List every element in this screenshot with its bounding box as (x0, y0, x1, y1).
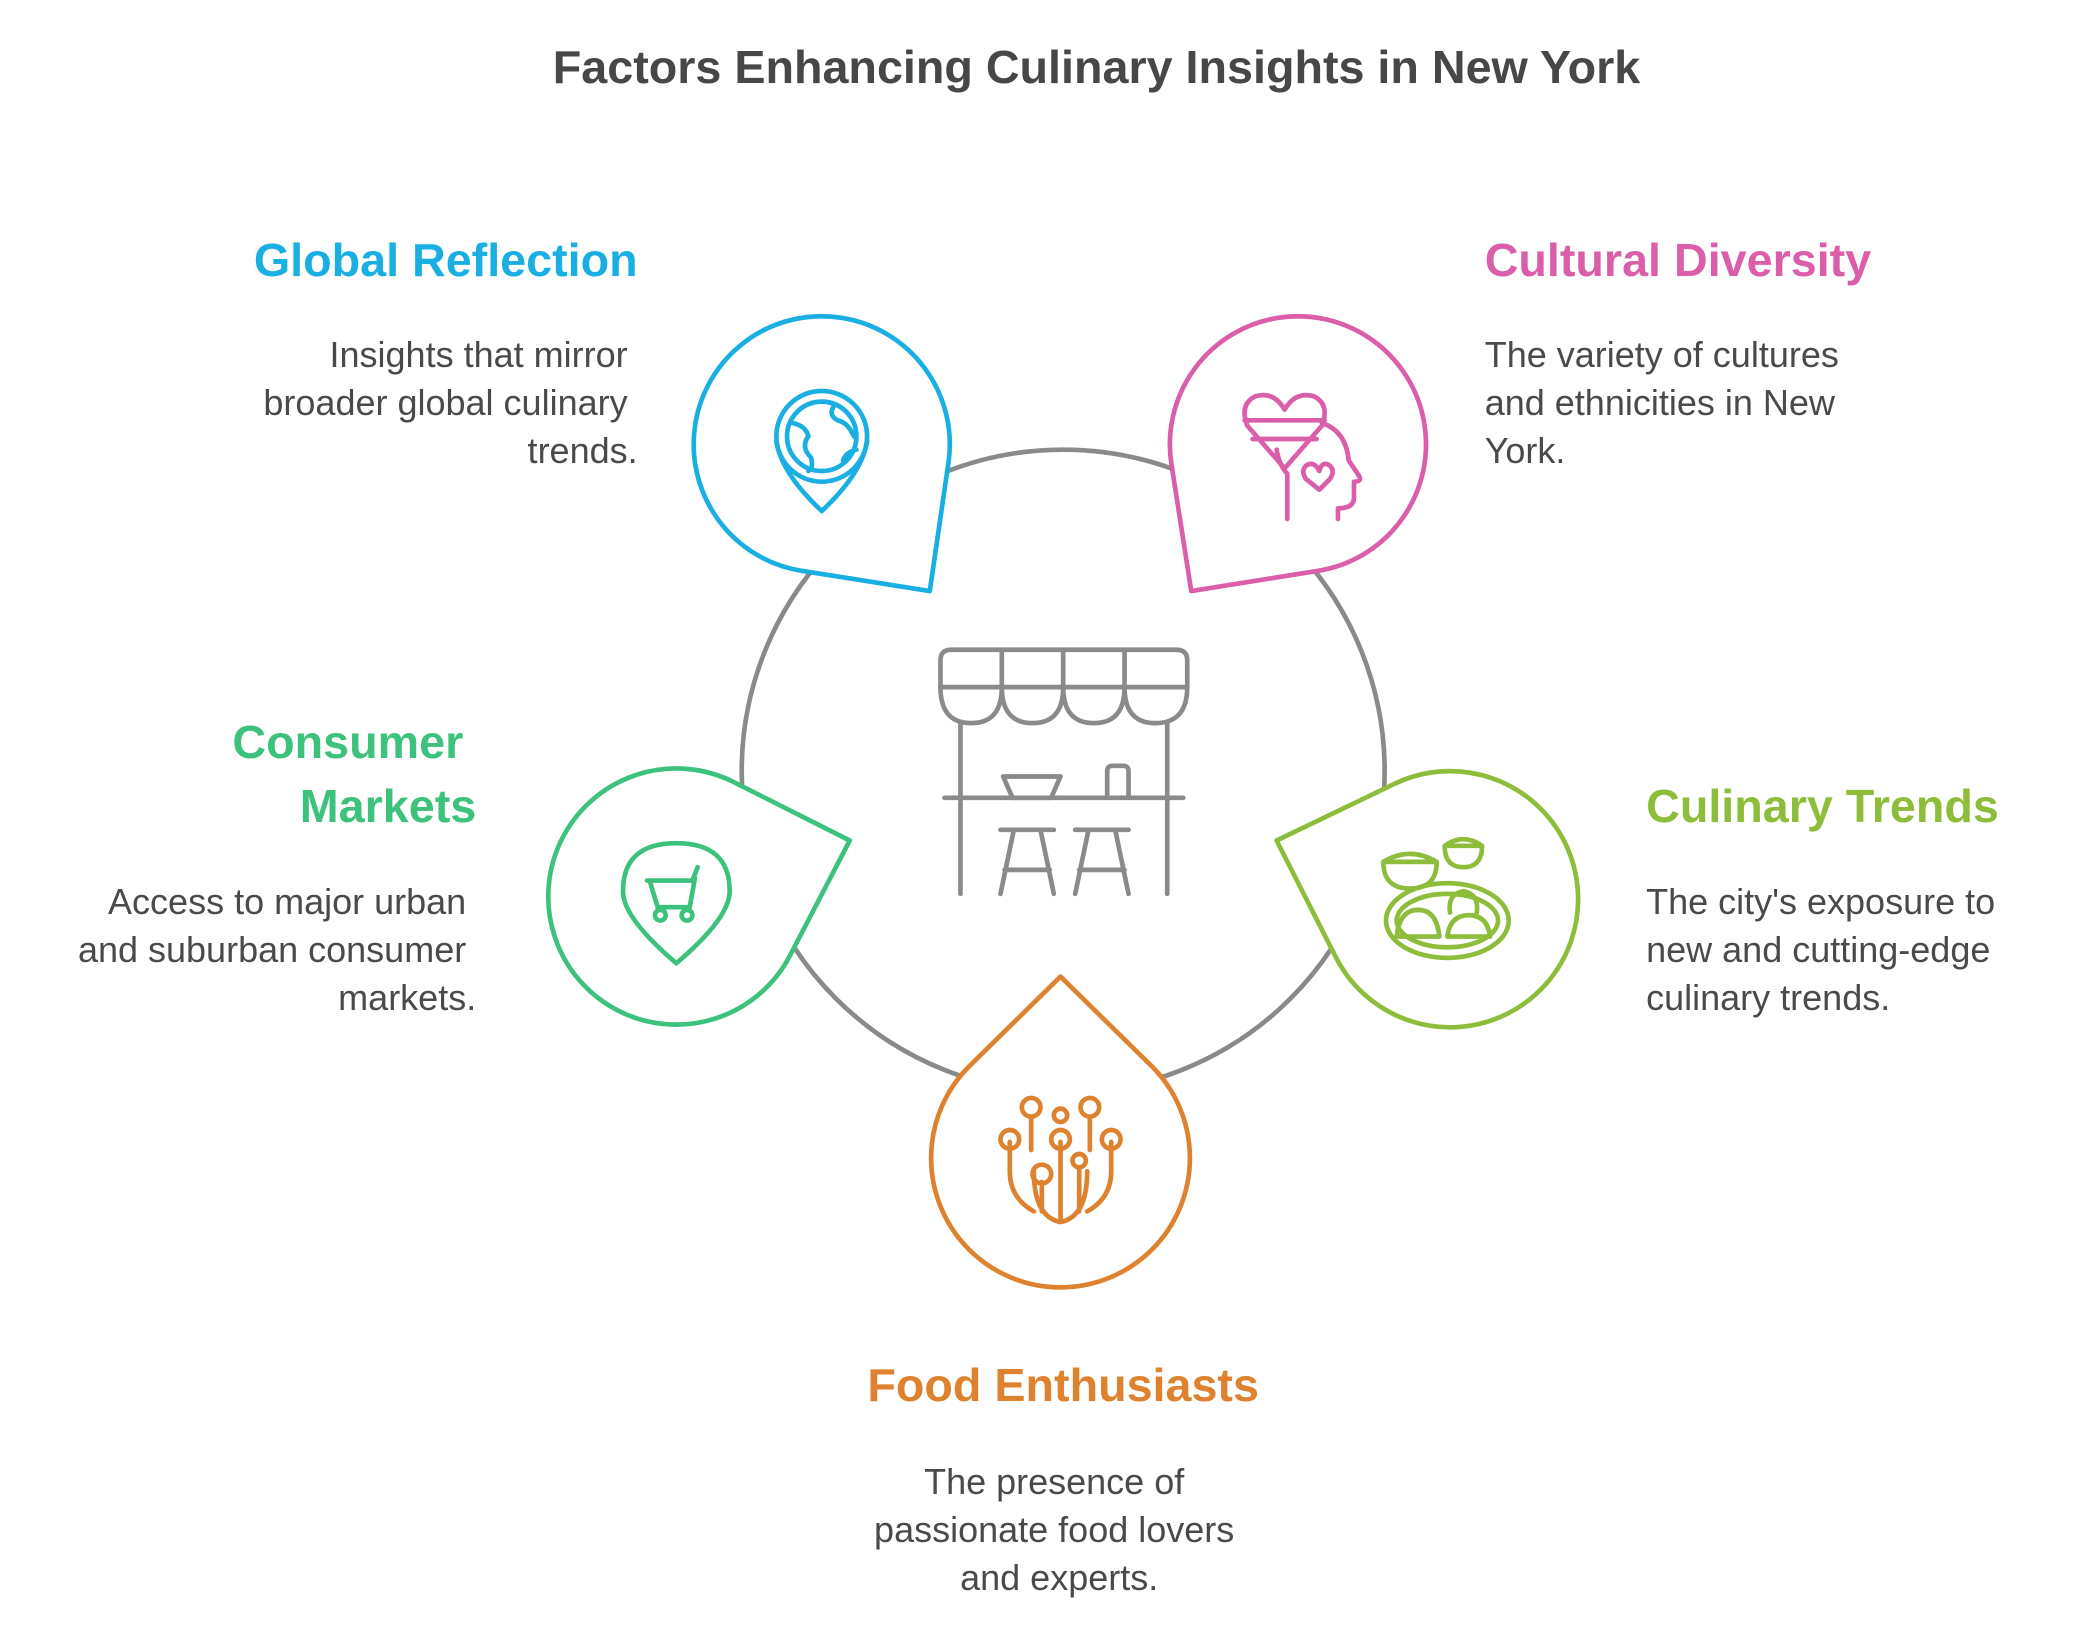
factor-description: The presence of passionate food lovers a… (874, 1461, 1244, 1598)
globe-pin-icon (774, 388, 870, 514)
factor-heading: Consumer Markets (232, 716, 476, 832)
food-plate-icon (1380, 836, 1512, 961)
head-heart-icon (1242, 392, 1363, 522)
factor-food-enthusiasts: Food Enthusiasts The presence of passion… (867, 1359, 1259, 1598)
factor-consumer-markets: Consumer Markets Access to major urban a… (78, 716, 476, 1018)
network-tree-icon (998, 1095, 1123, 1225)
teardrop-marker-culinary (1274, 768, 1581, 1030)
teardrop-marker-global (691, 313, 953, 594)
factor-cultural-diversity: Cultural Diversity The variety of cultur… (1485, 234, 1871, 471)
factor-heading: Cultural Diversity (1485, 234, 1871, 286)
factor-heading: Culinary Trends (1646, 780, 1999, 832)
factor-description: The city's exposure to new and cutting-e… (1646, 881, 2005, 1018)
factor-global-reflection: Global Reflection Insights that mirror b… (254, 234, 638, 471)
cart-pin-icon (620, 840, 733, 966)
factor-heading: Global Reflection (254, 234, 638, 286)
factor-description: Access to major urban and suburban consu… (78, 881, 476, 1018)
factor-description: The variety of cultures and ethnicities … (1485, 334, 1849, 471)
factor-description: Insights that mirror broader global culi… (263, 334, 637, 471)
page-title: Factors Enhancing Culinary Insights in N… (553, 41, 1641, 93)
factor-culinary-trends: Culinary Trends The city's exposure to n… (1646, 780, 2005, 1018)
factor-heading: Food Enthusiasts (867, 1359, 1259, 1411)
market-stall-icon (938, 647, 1190, 897)
teardrop-marker-consumer (545, 766, 853, 1027)
